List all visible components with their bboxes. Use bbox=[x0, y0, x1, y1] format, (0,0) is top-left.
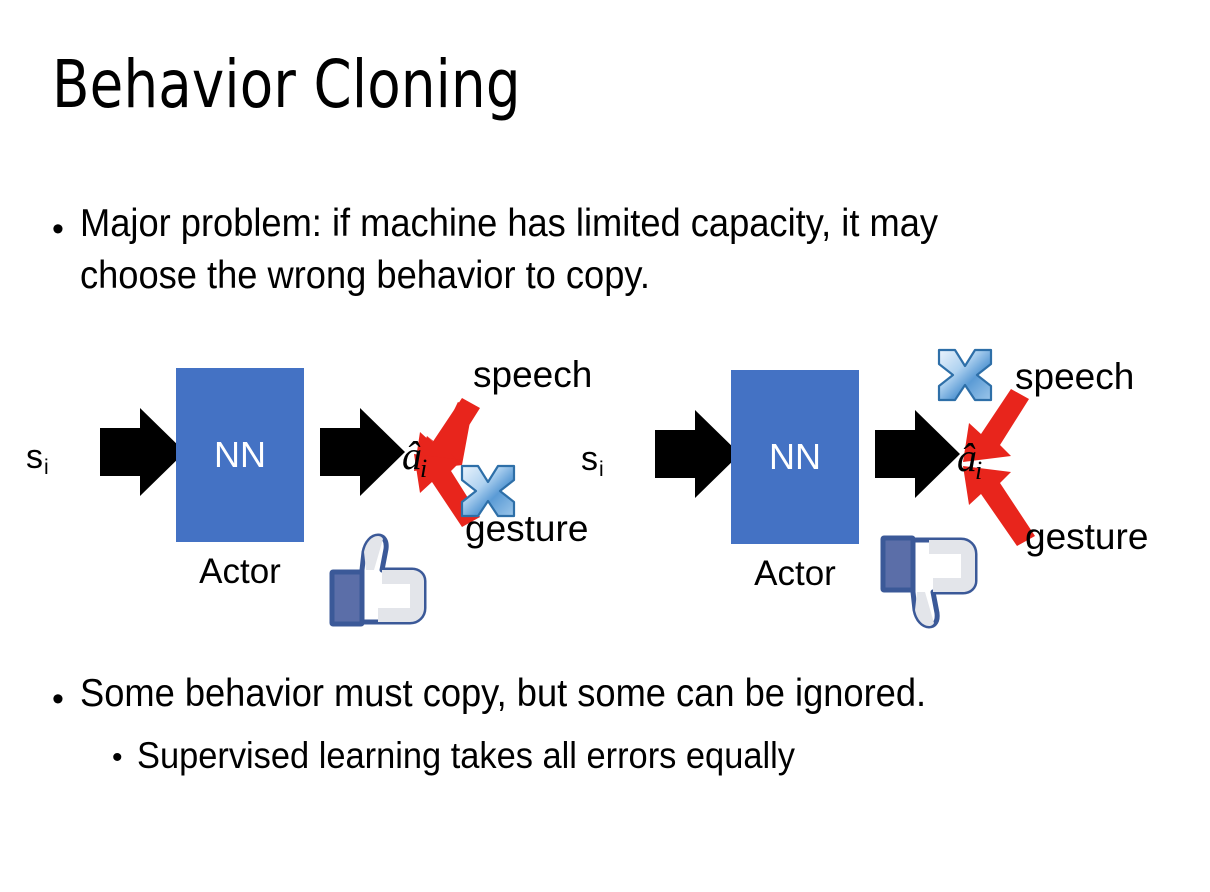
red-double-arrow-gesture-right bbox=[963, 466, 1035, 546]
input-arrow-left bbox=[100, 408, 185, 496]
thumbs-down-icon-right bbox=[880, 535, 978, 629]
diagram-right-wrong-copy: si bbox=[565, 340, 1165, 640]
action-output-label-left: âi bbox=[402, 433, 428, 483]
diagram-right-graphics bbox=[655, 348, 1035, 629]
input-arrow-right bbox=[655, 410, 740, 498]
output-arrow-right bbox=[875, 410, 960, 498]
nn-block-label-left: NN bbox=[214, 434, 266, 475]
bullet-top-level1: • Major problem: if machine has limited … bbox=[52, 198, 1122, 302]
diagram-left-graphics bbox=[100, 398, 516, 627]
blue-cross-icon-right bbox=[937, 348, 993, 402]
bullet-marker-icon: • bbox=[112, 741, 123, 774]
red-double-arrow-speech-right bbox=[963, 389, 1029, 462]
bullet-bottom-level2: • Supervised learning takes all errors e… bbox=[112, 730, 1152, 782]
bullet-bottom-level1: • Some behavior must copy, but some can … bbox=[52, 668, 1152, 720]
branch-label-speech-right: speech bbox=[1015, 356, 1135, 397]
page-title: Behavior Cloning bbox=[52, 46, 521, 123]
action-output-label-right: âi bbox=[957, 435, 983, 485]
branch-label-gesture-left: gesture bbox=[465, 508, 589, 549]
thumbs-up-icon-left bbox=[329, 533, 427, 627]
bullet-marker-icon: • bbox=[52, 210, 64, 248]
blue-cross-icon-left bbox=[460, 464, 516, 518]
diagram-left-correct-copy: si bbox=[10, 340, 610, 640]
nn-block-left: NN bbox=[176, 368, 304, 542]
bullet-bottom-level2-text: Supervised learning takes all errors equ… bbox=[136, 735, 795, 776]
actor-caption-right: Actor bbox=[754, 554, 836, 593]
branch-label-gesture-right: gesture bbox=[1025, 516, 1149, 557]
nn-block-right: NN bbox=[731, 370, 859, 544]
bullet-bottom-level1-text: Some behavior must copy, but some can be… bbox=[79, 672, 927, 715]
branch-label-speech-left: speech bbox=[473, 354, 593, 395]
bullet-marker-icon: • bbox=[52, 680, 64, 718]
nn-block-label-right: NN bbox=[769, 436, 821, 477]
bullet-top-text: Major problem: if machine has limited ca… bbox=[79, 202, 938, 297]
red-double-arrow-speech-left bbox=[414, 398, 480, 471]
state-input-label-right: si bbox=[581, 440, 604, 481]
output-arrow-left bbox=[320, 408, 405, 496]
state-input-label-left: si bbox=[26, 438, 49, 479]
actor-caption-left: Actor bbox=[199, 552, 281, 591]
